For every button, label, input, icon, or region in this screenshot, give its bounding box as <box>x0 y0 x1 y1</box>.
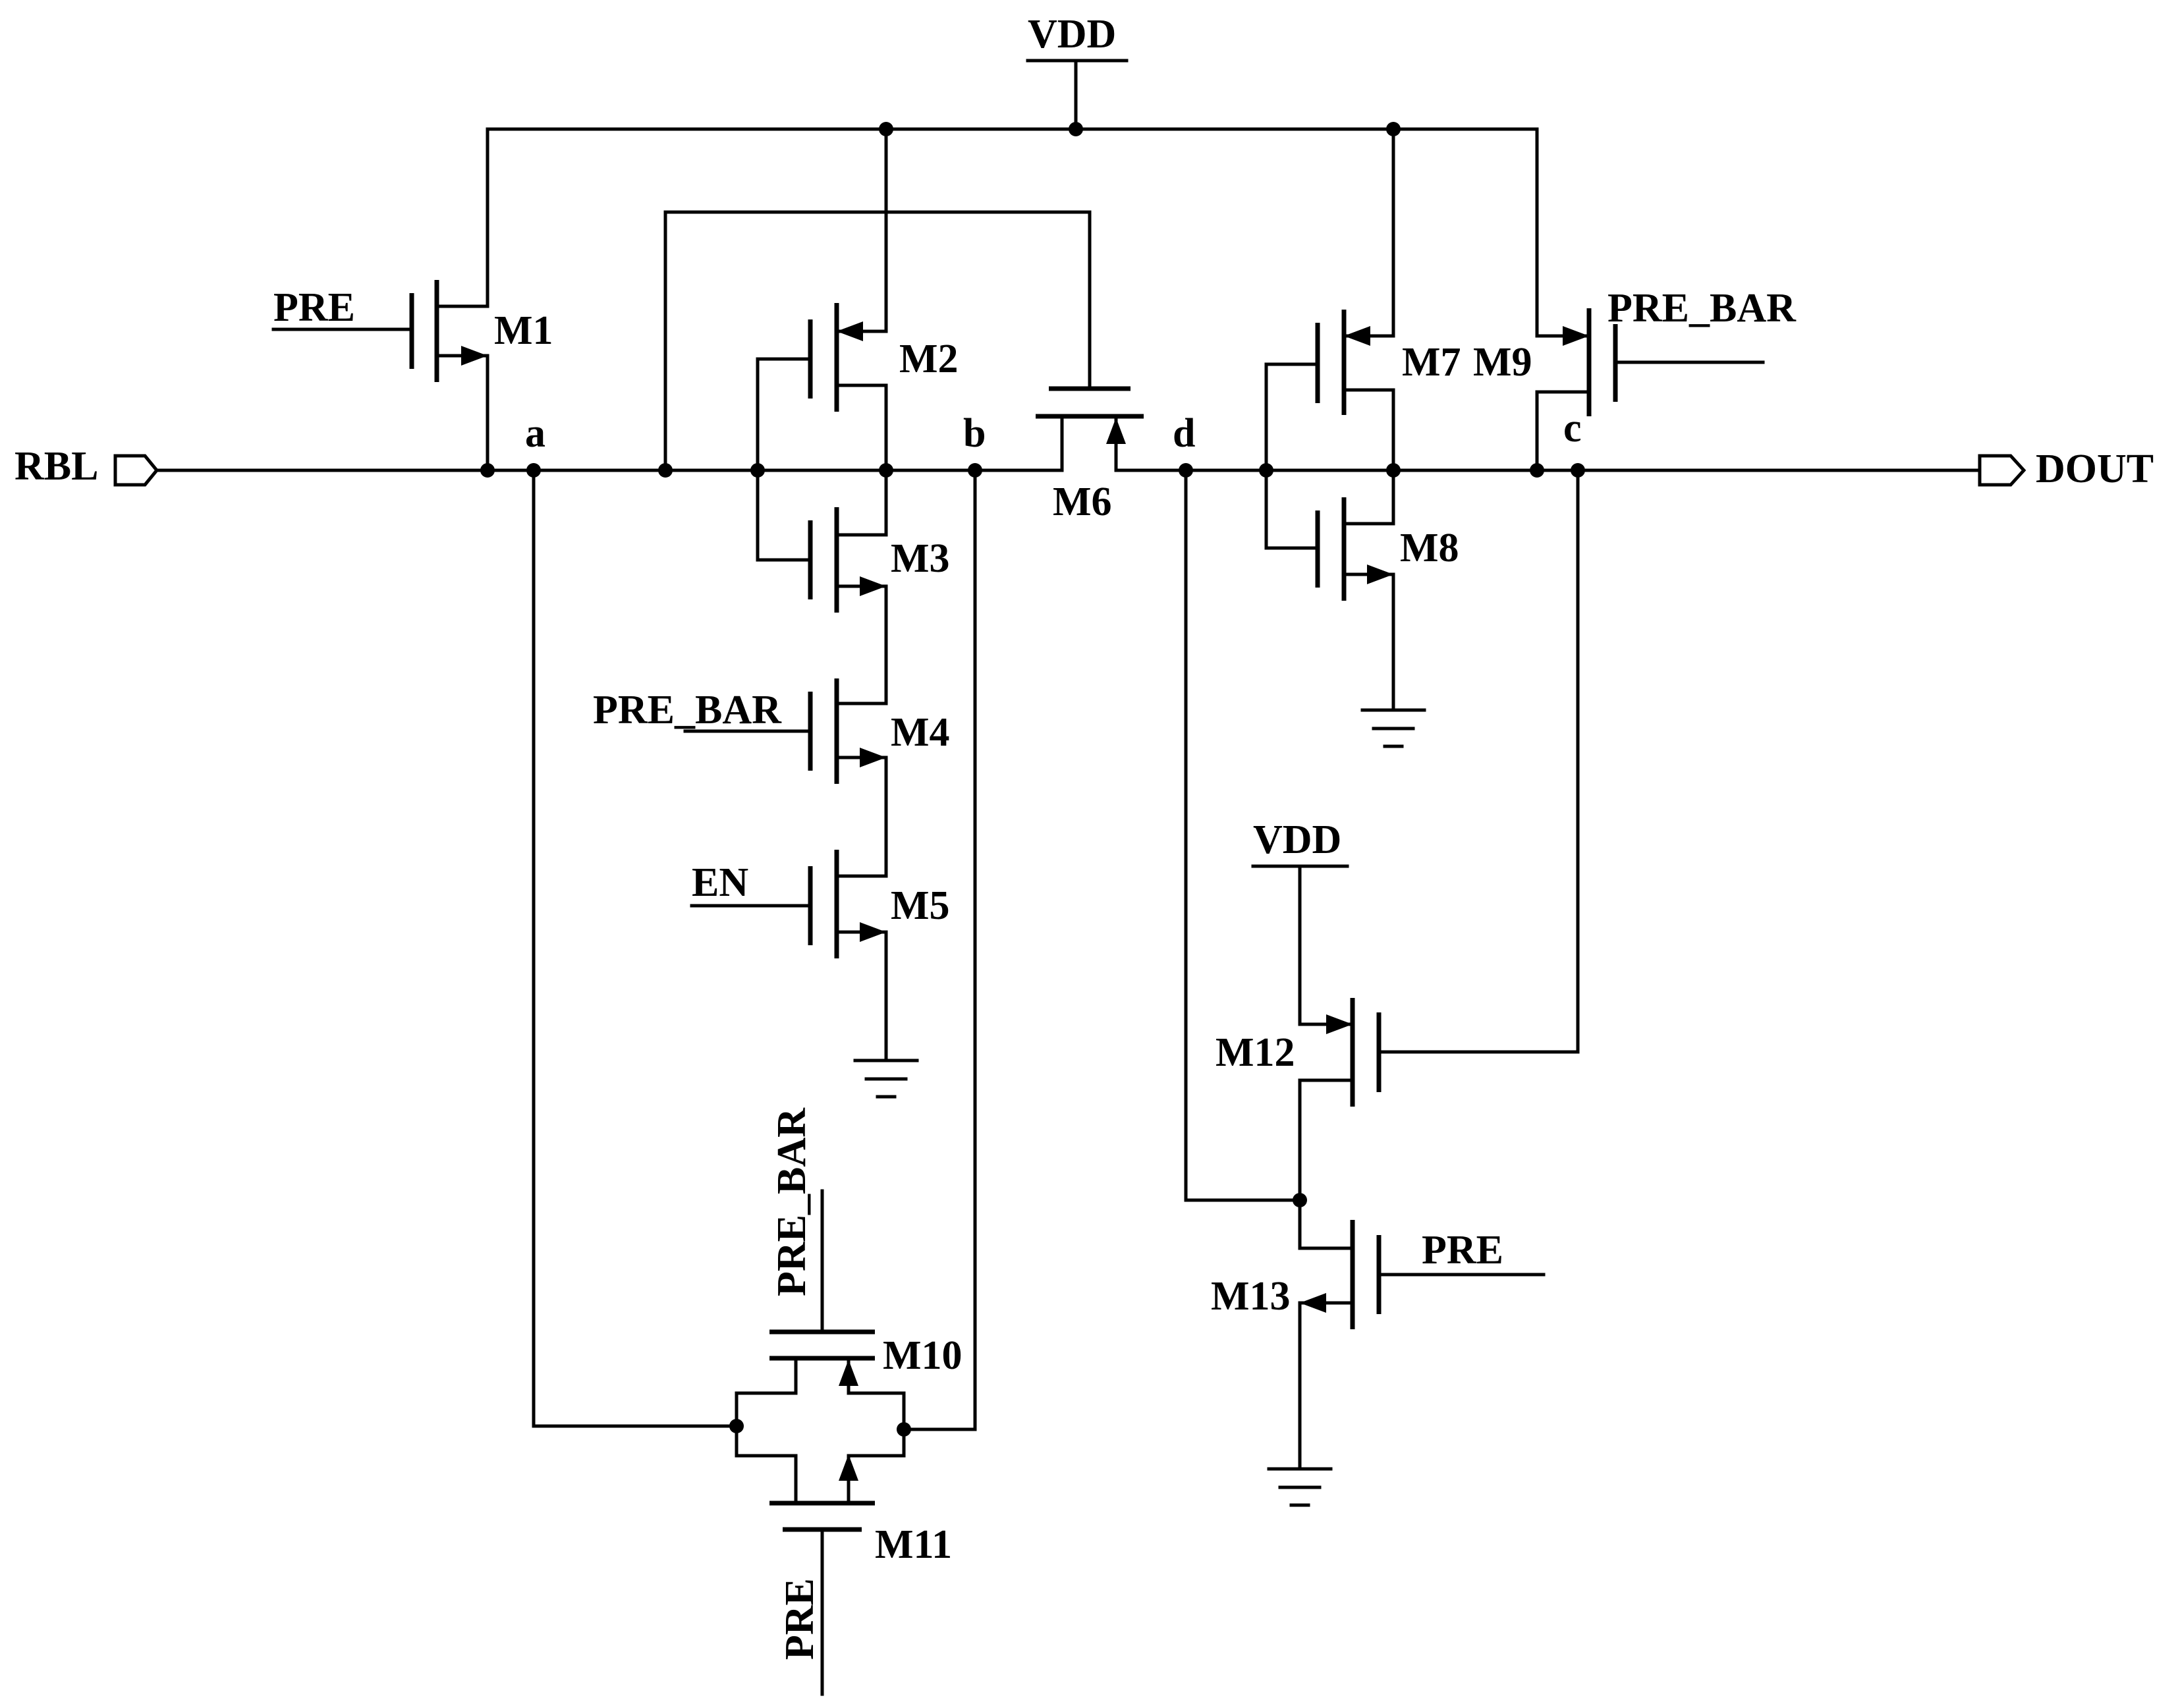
node-c-label: c <box>1563 406 1582 451</box>
m8-label: M8 <box>1400 526 1459 570</box>
ground-symbol-m8 <box>1360 708 1426 748</box>
dout-label: DOUT <box>2036 447 2154 491</box>
m12-label: M12 <box>1215 1030 1295 1075</box>
vdd-top-label: VDD <box>1028 12 1116 57</box>
m13-label: M13 <box>1211 1274 1291 1319</box>
transmission-gate-m10-m11 <box>735 1189 906 1696</box>
m3-label: M3 <box>891 536 950 581</box>
m9-gate-signal: PRE_BAR <box>1607 286 1797 331</box>
m5-gate-signal: EN <box>692 860 748 905</box>
dout-port[interactable] <box>1978 454 2026 487</box>
transistor-m12 <box>1298 998 1382 1250</box>
transistor-m4 <box>683 678 888 878</box>
m10-gate-signal: PRE_BAR <box>769 1107 814 1296</box>
m11-label: M11 <box>875 1522 952 1567</box>
transistor-m2 <box>756 127 888 472</box>
node-d-label: d <box>1173 411 1195 456</box>
ground-symbol-m5 <box>853 1059 919 1099</box>
node-b-label: b <box>963 411 986 456</box>
transistor-m9 <box>1535 127 1765 472</box>
transistor-m8 <box>1264 468 1395 712</box>
rbl-label: RBL <box>14 444 98 489</box>
m1-label: M1 <box>494 308 553 353</box>
m13-gate-signal: PRE <box>1422 1228 1503 1273</box>
vdd-bottom-label: VDD <box>1253 817 1341 862</box>
m7-label: M7 <box>1402 340 1461 385</box>
m10-label: M10 <box>883 1333 963 1378</box>
transistor-m13 <box>1298 1220 1546 1471</box>
transistor-m7 <box>1264 127 1395 472</box>
m4-gate-signal: PRE_BAR <box>593 688 782 732</box>
transistor-m1 <box>271 127 489 472</box>
m1-gate-signal: PRE <box>273 285 355 330</box>
ground-symbol-m13 <box>1267 1467 1333 1507</box>
m9-label: M9 <box>1473 340 1532 385</box>
transistor-m6 <box>1036 386 1539 472</box>
m6-label: M6 <box>1053 480 1112 524</box>
m5-label: M5 <box>891 883 950 928</box>
vdd-rail <box>486 59 1539 131</box>
vdd-bottom-supply <box>1251 864 1349 1026</box>
rbl-port[interactable] <box>113 454 159 487</box>
node-a-label: a <box>525 411 545 456</box>
transistor-m5 <box>690 850 888 1062</box>
transistor-m3 <box>756 468 888 705</box>
m2-label: M2 <box>899 337 959 381</box>
m11-gate-signal: PRE <box>777 1578 822 1660</box>
m4-label: M4 <box>891 710 950 755</box>
junction-dots <box>480 122 1585 1437</box>
